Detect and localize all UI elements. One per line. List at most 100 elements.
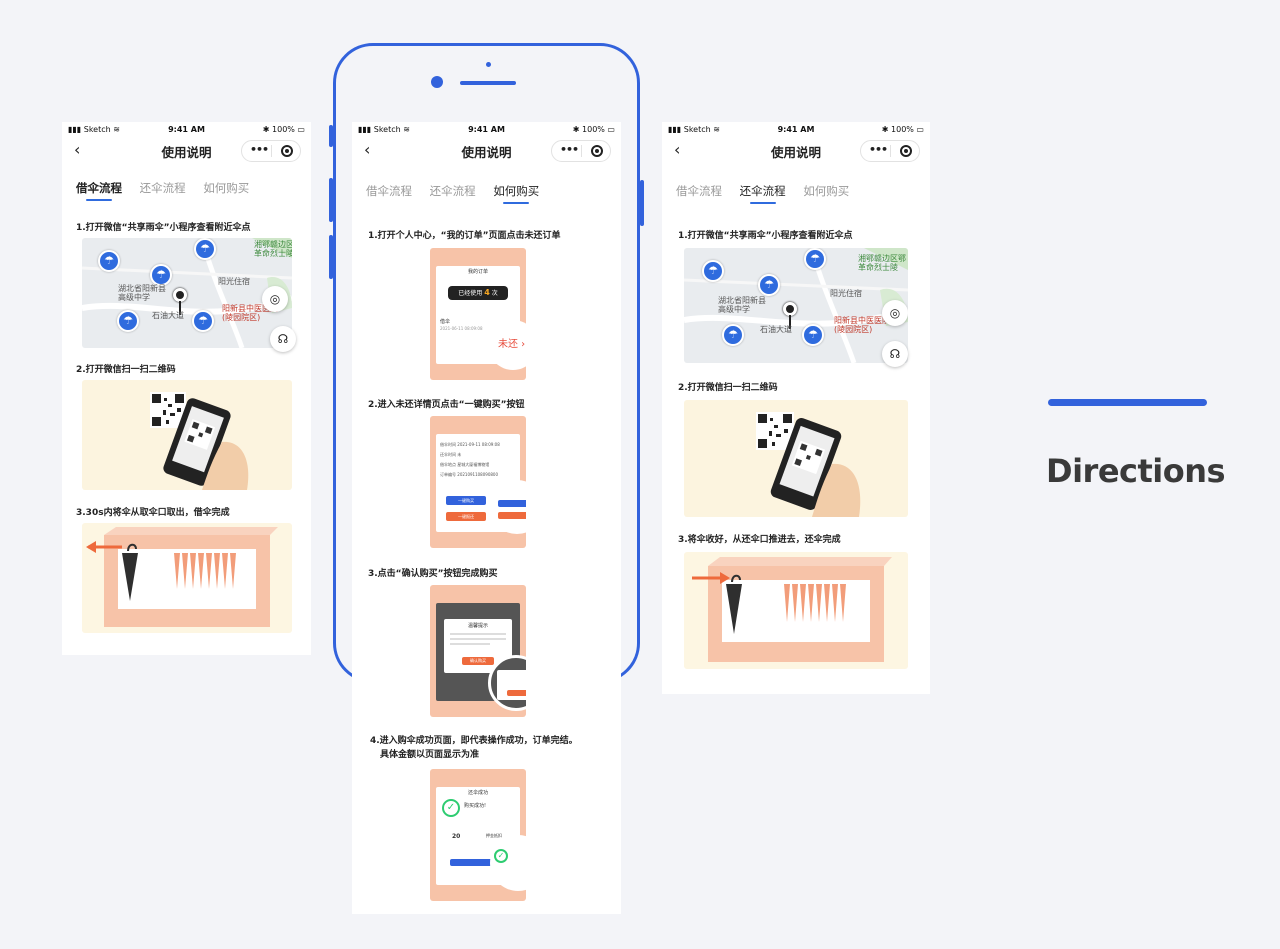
return-step-3: 3.将伞收好，从还伞口推进去，还伞完成 [678,535,841,545]
locate-icon[interactable]: ◎ [262,286,288,312]
purchase-screen: ▮▮▮ Sketch ≋ 9:41 AM ✱ 100% ▭ ‹ 使用说明 •••… [352,122,621,914]
umbrella-pin-icon[interactable]: ☂ [802,324,824,346]
umbrella-pin-icon[interactable]: ☂ [150,264,172,286]
tab-purchase[interactable]: 如何购买 [493,184,540,204]
purchase-step-3: 3.点击“确认购买”按钮完成购买 [368,569,498,579]
tab-return[interactable]: 还伞流程 [139,181,186,195]
carrier-label: ▮▮▮ Sketch ≋ [668,125,720,134]
mini-program-capsule[interactable]: ••• [241,140,301,162]
phone-side-button [329,178,333,222]
phone-camera [431,76,443,88]
map-view[interactable]: ☂ ☂ ☂ ☂ ☂ 湖北省阳新县 高级中学 阳光住宿 石油大道 阳新县中医医院 … [82,238,292,348]
tab-bar: 借伞流程 还伞流程 如何购买 [366,183,553,204]
phone-side-button [329,125,333,147]
success-check-icon: ✓ [494,849,508,863]
mini-order-time: 2021-06-11 08:09:08 [440,326,483,331]
tab-bar: 借伞流程 还伞流程 如何购买 [76,180,263,201]
mini-return-button[interactable]: 一键报还 [446,512,486,521]
map-label-hotel: 阳光住宿 [218,277,250,286]
map-label-road: 石油大道 [152,311,184,320]
tab-purchase[interactable]: 如何购买 [203,181,250,195]
phone-side-button [329,235,333,279]
umbrella-pin-icon[interactable]: ☂ [117,310,139,332]
back-icon[interactable]: ‹ [74,140,81,159]
map-label-road: 石油大道 [760,325,792,334]
more-icon[interactable]: ••• [869,143,888,156]
status-bar: ▮▮▮ Sketch ≋ 9:41 AM ✱ 100% ▭ [62,122,311,136]
borrow-screen: ▮▮▮ Sketch ≋ 9:41 AM ✱ 100% ▭ ‹ 使用说明 •••… [62,122,311,655]
status-time: 9:41 AM [168,125,205,134]
nav-bar: ‹ 使用说明 ••• [62,136,311,166]
mini-confirm-button[interactable]: 确认购买 [462,657,494,665]
take-umbrella-illustration [82,523,292,633]
purchase-step-4: 4.进入购伞成功页面，即代表操作成功，订单完结。 具体金额以页面显示为准 [370,736,578,760]
tab-purchase[interactable]: 如何购买 [803,184,850,198]
tab-borrow[interactable]: 借伞流程 [366,184,412,198]
page-title: 使用说明 [461,145,512,160]
status-time: 9:41 AM [777,125,815,134]
carrier-label: ▮▮▮ Sketch ≋ [68,125,120,134]
umbrella-pin-icon[interactable]: ☂ [722,324,744,346]
umbrella-pin-icon[interactable]: ☂ [758,274,780,296]
locate-icon[interactable]: ◎ [882,300,908,326]
back-icon[interactable]: ‹ [364,140,371,159]
battery-label: ✱ 100% ▭ [881,125,924,134]
phone-speaker [460,81,516,85]
status-time: 9:41 AM [468,125,505,134]
close-mini-program-icon[interactable] [900,145,912,157]
phone-sensor [486,62,491,67]
map-label-park: 湘鄂赣边区鄂 革命烈士陵 [254,240,292,258]
map-label-hospital: 阳新县中医医院 (陵园院区) [222,304,278,322]
tab-return[interactable]: 还伞流程 [739,184,786,204]
map-label-hotel: 阳光住宿 [830,289,862,298]
map-view[interactable]: ☂ ☂ ☂ ☂ ☂ 湖北省阳新县 高级中学 阳光住宿 石油大道 阳新县中医医院 … [684,248,908,363]
phone-side-button [640,180,644,226]
tab-borrow[interactable]: 借伞流程 [76,181,122,201]
title-accent-bar [1048,399,1207,406]
purchase-step-1: 1.打开个人中心，“我的订单”页面点击未还订单 [368,231,561,241]
borrow-step-3: 3.30s内将伞从取伞口取出，借伞完成 [76,508,230,518]
zoom-bubble [490,480,526,534]
mini-program-capsule[interactable]: ••• [551,140,611,162]
umbrella-pin-icon[interactable]: ☂ [804,248,826,270]
more-icon[interactable]: ••• [250,143,269,156]
umbrella-pin-icon[interactable]: ☂ [194,238,216,260]
customer-service-icon[interactable]: ☊ [882,341,908,367]
scan-qr-illustration [684,400,908,517]
mini-order-item: 借伞 [440,319,451,325]
close-mini-program-icon[interactable] [591,145,603,157]
map-label-school: 湖北省阳新县 高级中学 [718,296,766,314]
status-bar: ▮▮▮ Sketch ≋ 9:41 AM ✱ 100% ▭ [662,122,930,136]
return-umbrella-illustration [684,552,908,669]
umbrella-pin-icon[interactable]: ☂ [702,260,724,282]
map-label-hospital: 阳新县中医医院 (陵园院区) [834,316,890,334]
umbrella-pin-icon[interactable]: ☂ [98,250,120,272]
close-mini-program-icon[interactable] [281,145,293,157]
map-label-school: 湖北省阳新县 高级中学 [118,284,166,302]
battery-label: ✱ 100% ▭ [262,125,305,134]
tab-borrow[interactable]: 借伞流程 [676,184,722,198]
purchase-success-illustration: 还伞成功 ✓ 购买成功! 20 押金抵扣 ✓ [430,769,526,901]
back-icon[interactable]: ‹ [674,140,681,159]
carrier-label: ▮▮▮ Sketch ≋ [358,125,410,134]
order-detail-illustration: 借伞时间 2021-09-11 08:09:08 还伞时间 未 借伞地点 星城大… [430,416,526,548]
page-title: 使用说明 [770,145,821,160]
mini-order-title: 我的订单 [467,269,488,275]
return-step-2: 2.打开微信扫一扫二维码 [678,383,778,393]
return-step-1: 1.打开微信“共享雨伞”小程序查看附近伞点 [678,231,853,241]
purchase-step-2: 2.进入未还详情页点击“一键购买”按钮 [368,400,525,410]
mini-used-banner: 已经使用 4 次 [448,286,508,300]
current-location-icon [173,288,187,302]
page-title: 使用说明 [161,145,212,160]
success-check-icon: ✓ [442,799,460,817]
umbrella-pin-icon[interactable]: ☂ [192,310,214,332]
mini-buy-button[interactable]: 一键购买 [446,496,486,505]
status-bar: ▮▮▮ Sketch ≋ 9:41 AM ✱ 100% ▭ [352,122,621,136]
unreturned-badge[interactable]: 未还 › [488,320,526,370]
more-icon[interactable]: ••• [560,143,579,156]
borrow-step-1: 1.打开微信“共享雨伞”小程序查看附近伞点 [76,223,251,233]
tab-return[interactable]: 还伞流程 [429,184,476,198]
mini-program-capsule[interactable]: ••• [860,140,920,162]
nav-bar: ‹ 使用说明 ••• [662,136,930,166]
customer-service-icon[interactable]: ☊ [270,326,296,352]
